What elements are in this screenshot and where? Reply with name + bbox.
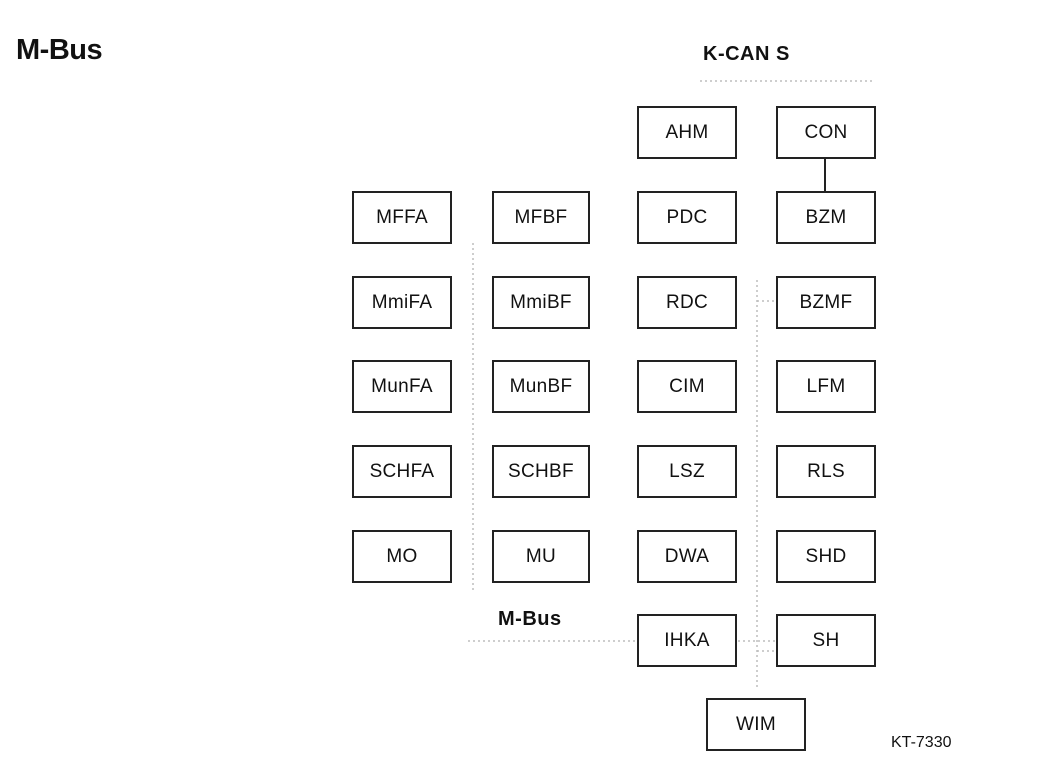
node-mo: MO — [352, 530, 452, 583]
node-pdc: PDC — [637, 191, 737, 244]
node-munfa: MunFA — [352, 360, 452, 413]
node-cim: CIM — [637, 360, 737, 413]
mbus-bus-label: M-Bus — [498, 608, 562, 630]
node-rdc: RDC — [637, 276, 737, 329]
node-bzmf: BZMF — [776, 276, 876, 329]
node-mfbf: MFBF — [492, 191, 590, 244]
node-ihka: IHKA — [637, 614, 737, 667]
node-lfm: LFM — [776, 360, 876, 413]
node-lsz: LSZ — [637, 445, 737, 498]
node-bzm: BZM — [776, 191, 876, 244]
node-ahm: AHM — [637, 106, 737, 159]
node-rls: RLS — [776, 445, 876, 498]
node-mmibf: MmiBF — [492, 276, 590, 329]
node-shd: SHD — [776, 530, 876, 583]
kcan-bus-label: K-CAN S — [703, 43, 790, 65]
page-title: M-Bus — [16, 34, 103, 66]
node-munbf: MunBF — [492, 360, 590, 413]
figure-code: KT-7330 — [891, 734, 952, 751]
node-mmifa: MmiFA — [352, 276, 452, 329]
node-mu: MU — [492, 530, 590, 583]
node-schbf: SCHBF — [492, 445, 590, 498]
node-mffa: MFFA — [352, 191, 452, 244]
node-wim: WIM — [706, 698, 806, 751]
node-dwa: DWA — [637, 530, 737, 583]
node-sh: SH — [776, 614, 876, 667]
node-con: CON — [776, 106, 876, 159]
node-schfa: SCHFA — [352, 445, 452, 498]
